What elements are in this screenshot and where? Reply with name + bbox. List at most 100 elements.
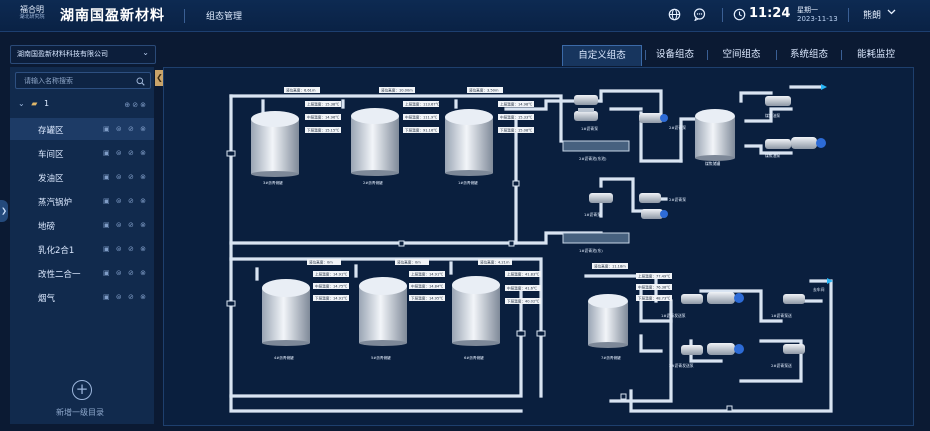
top-bar: 福合明 湖北研究院 湖南国盈新材料 组态管理 11:24 星期一 2023-11… [0, 0, 930, 32]
module-title[interactable]: 组态管理 [206, 12, 243, 22]
edit-icon[interactable]: ⊘ [128, 245, 136, 253]
pump-motors[interactable] [574, 95, 826, 355]
settings-icon[interactable]: ⊜ [115, 293, 124, 301]
pump-top-a [574, 108, 598, 121]
tank-7[interactable] [588, 294, 628, 348]
settings-icon[interactable]: ⊜ [115, 125, 124, 133]
tar-pump-a [765, 96, 791, 106]
tree-item-label: 烟气 [38, 294, 56, 304]
collapse-sidebar-button[interactable]: ❮ [155, 70, 164, 86]
tank-reading: 下层温度：15.08℃ [500, 128, 532, 133]
asphalt-pool-1: 1#沥青池(东) [562, 232, 630, 253]
tank-level: 液位高度：10.00m [381, 88, 413, 93]
send-pump-a [681, 292, 744, 304]
copy-icon[interactable]: ▣ [103, 173, 112, 181]
settings-icon[interactable]: ⊜ [115, 173, 124, 181]
tree-item-label: 存罐区 [38, 126, 64, 136]
chevron-down-icon[interactable]: ⌄ [18, 99, 25, 108]
edit-icon[interactable]: ⊘ [128, 173, 136, 181]
tab-divider [776, 50, 777, 60]
add-root-button[interactable]: + [72, 380, 92, 400]
tab-custom[interactable]: 自定义组态 [562, 45, 642, 66]
delete-icon[interactable]: ⊗ [140, 221, 148, 229]
delete-icon[interactable]: ⊗ [140, 197, 148, 205]
tree-item-label: 车间区 [38, 150, 64, 160]
chevron-down-icon[interactable] [886, 6, 897, 20]
tree-root-actions: ⊕⊘⊗ [124, 101, 148, 109]
tree-item[interactable]: 蒸汽锅炉 ▣ ⊜ ⊘ ⊗ [10, 190, 154, 212]
tree-item-actions: ▣ ⊜ ⊘ ⊗ [103, 149, 148, 157]
delete-icon[interactable]: ⊗ [140, 173, 148, 181]
edit-icon[interactable]: ⊘ [132, 101, 141, 109]
edit-icon[interactable]: ⊘ [128, 269, 136, 277]
search-placeholder: 请输入名称搜索 [24, 77, 73, 85]
tank-4-info: 液位高度：0m 上层温度：14.91℃ 中层温度：14.75℃ 下层温度：14.… [274, 259, 349, 360]
settings-icon[interactable]: ⊜ [115, 149, 124, 157]
tank-4[interactable] [262, 279, 310, 346]
tank-reading: 下层温度：14.95℃ [411, 296, 443, 301]
tank-2[interactable] [351, 108, 399, 176]
globe-icon[interactable] [667, 8, 681, 22]
message-icon[interactable] [692, 8, 706, 22]
pump-label: 2#沥青泵 [669, 125, 686, 130]
edit-icon[interactable]: ⊘ [128, 149, 136, 157]
user-name[interactable]: 熊朗 [863, 11, 882, 21]
tab-energy[interactable]: 能耗监控 [856, 49, 895, 60]
add-icon[interactable]: ⊕ [124, 101, 133, 109]
tar-pump-b [765, 137, 826, 149]
settings-icon[interactable]: ⊜ [115, 221, 124, 229]
tree-item[interactable]: 存罐区 ▣ ⊜ ⊘ ⊗ [10, 118, 154, 140]
tank-info-labels: 液位高度：6.61m 上层温度：15.38℃ 中层温度：14.96℃ 下层温度：… [263, 87, 672, 360]
tree-item-label: 乳化2合1 [38, 246, 75, 256]
tab-device[interactable]: 设备组态 [655, 49, 694, 60]
delete-icon[interactable]: ⊗ [140, 269, 148, 277]
delete-icon[interactable]: ⊗ [140, 245, 148, 253]
edit-icon[interactable]: ⊘ [128, 221, 136, 229]
settings-icon[interactable]: ⊜ [115, 269, 124, 277]
delete-icon[interactable]: ⊗ [140, 149, 148, 157]
expand-panel-handle[interactable]: ❯ [0, 200, 8, 222]
tab-system[interactable]: 系统组态 [789, 49, 828, 60]
delete-icon[interactable]: ⊗ [140, 101, 148, 109]
tree-item-actions: ▣ ⊜ ⊘ ⊗ [103, 269, 148, 277]
tree-item[interactable]: 车间区 ▣ ⊜ ⊘ ⊗ [10, 142, 154, 164]
tree-root-node[interactable]: ⌄ ▰ 1 [18, 99, 49, 108]
copy-icon[interactable]: ▣ [103, 149, 112, 157]
tree-item[interactable]: 乳化2合1 ▣ ⊜ ⊘ ⊗ [10, 238, 154, 260]
tree-item[interactable]: 发油区 ▣ ⊜ ⊘ ⊗ [10, 166, 154, 188]
copy-icon[interactable]: ▣ [103, 245, 112, 253]
tank-name: 6#沥青储罐 [464, 355, 484, 360]
tree-item[interactable]: 烟气 ▣ ⊜ ⊘ ⊗ [10, 286, 154, 308]
edit-icon[interactable]: ⊘ [128, 125, 136, 133]
delete-icon[interactable]: ⊗ [140, 125, 148, 133]
tree-item-actions: ▣ ⊜ ⊘ ⊗ [103, 293, 148, 301]
tree-item[interactable]: 改性二合一 ▣ ⊜ ⊘ ⊗ [10, 262, 154, 284]
process-diagram-canvas: 液位高度：6.61m 上层温度：15.38℃ 中层温度：14.96℃ 下层温度：… [163, 67, 914, 426]
copy-icon[interactable]: ▣ [103, 197, 112, 205]
edit-icon[interactable]: ⊘ [128, 293, 136, 301]
tree-item[interactable]: 地磅 ▣ ⊜ ⊘ ⊗ [10, 214, 154, 236]
copy-icon[interactable]: ▣ [103, 221, 112, 229]
search-icon[interactable] [136, 74, 145, 89]
tank-3-info: 液位高度：6.61m 上层温度：15.38℃ 中层温度：14.96℃ 下层温度：… [263, 87, 341, 185]
search-input[interactable]: 请输入名称搜索 [15, 72, 151, 89]
copy-icon[interactable]: ▣ [103, 125, 112, 133]
tab-space[interactable]: 空间组态 [722, 49, 761, 60]
tank-reading: 下层温度：14.91℃ [315, 296, 347, 301]
copy-icon[interactable]: ▣ [103, 293, 112, 301]
tar-tank[interactable] [695, 109, 735, 161]
company-select[interactable]: 湖南国盈新材料科技有限公司 ⌄ [10, 45, 156, 64]
tank-1[interactable] [445, 109, 493, 176]
tank-6[interactable] [452, 276, 500, 346]
edit-icon[interactable]: ⊘ [128, 197, 136, 205]
copy-icon[interactable]: ▣ [103, 269, 112, 277]
tank-3[interactable] [251, 111, 299, 177]
tree-item-actions: ▣ ⊜ ⊘ ⊗ [103, 197, 148, 205]
tank-5[interactable] [359, 277, 407, 346]
add-root-label[interactable]: 新增一级目录 [56, 408, 104, 417]
pump-label: 煤焦油泵 [765, 113, 780, 118]
settings-icon[interactable]: ⊜ [115, 197, 124, 205]
pump-label: 1#沥青泵送 [771, 313, 792, 318]
delete-icon[interactable]: ⊗ [140, 293, 148, 301]
settings-icon[interactable]: ⊜ [115, 245, 124, 253]
